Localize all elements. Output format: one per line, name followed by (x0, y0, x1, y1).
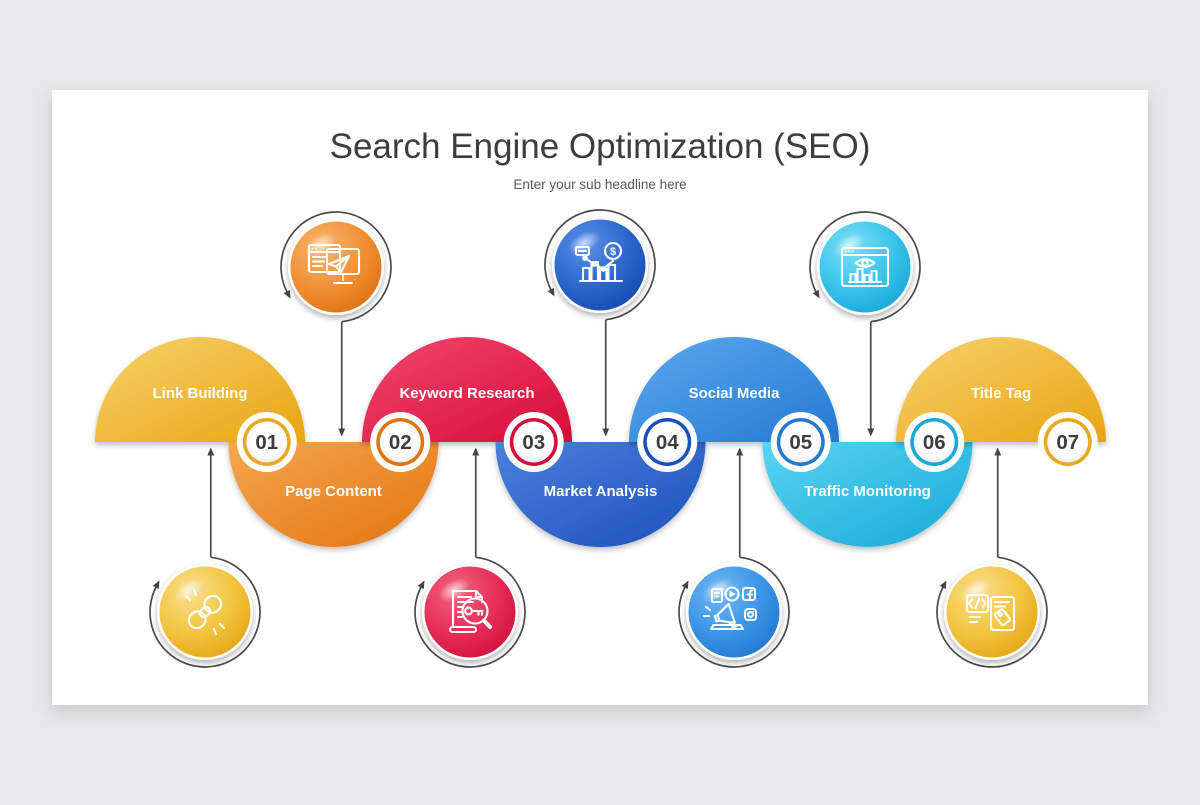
step-label-link-building: Link Building (153, 385, 248, 402)
step-label-keyword-research: Keyword Research (399, 385, 534, 402)
step-badge-01[interactable]: 01 (236, 412, 297, 472)
icon-orb-social-media[interactable] (686, 564, 782, 660)
step-badge-06[interactable]: 06 (904, 412, 965, 472)
icon-orb-page-content[interactable] (288, 219, 384, 315)
step-label-page-content: Page Content (285, 483, 382, 500)
svg-text:$: $ (610, 246, 616, 258)
keyword-magnifier-icon (448, 589, 492, 634)
step-badges: 01 02 03 04 05 (236, 412, 1098, 472)
loop-arrow-traffic-monitoring (809, 211, 921, 323)
chart-dollar-icon: $ (574, 241, 624, 283)
step-label-social-media: Social Media (689, 385, 781, 402)
icon-orb-keyword-research[interactable] (422, 564, 518, 660)
browser-eye-icon (840, 246, 890, 288)
step-badge-07[interactable]: 07 (1037, 412, 1098, 472)
icon-orb-link-building[interactable] (157, 564, 253, 660)
social-megaphone-icon (702, 586, 758, 631)
step-badge-04[interactable]: 04 (637, 412, 698, 472)
step-number-01: 01 (255, 431, 278, 454)
step-number-07: 07 (1056, 431, 1079, 454)
page-subtitle[interactable]: Enter your sub headline here (513, 177, 686, 192)
loop-arrow-keyword-research (414, 556, 526, 668)
page-title[interactable]: Search Engine Optimization (SEO) (330, 127, 871, 166)
step-badge-03[interactable]: 03 (503, 412, 564, 472)
step-labels: Link Building Page Content Keyword Resea… (153, 385, 1032, 500)
step-number-06: 06 (923, 431, 946, 454)
loop-arrow-link-building (149, 556, 261, 668)
step-badge-05[interactable]: 05 (770, 412, 831, 472)
icon-orbs: $ (157, 217, 1040, 660)
step-label-traffic-monitoring: Traffic Monitoring (804, 483, 931, 500)
step-number-03: 03 (522, 431, 545, 454)
step-number-04: 04 (656, 431, 679, 454)
monitor-send-icon (307, 243, 361, 285)
icon-orb-traffic-monitoring[interactable] (817, 219, 913, 315)
connector-arrows (149, 209, 1048, 668)
loop-arrow-title-tag (936, 556, 1048, 668)
step-number-02: 02 (389, 431, 412, 454)
loop-arrow-social-media (678, 556, 790, 668)
step-badge-02[interactable]: 02 (370, 412, 431, 472)
step-label-title-tag: Title Tag (971, 385, 1031, 402)
chain-link-icon (184, 588, 226, 636)
loop-arrow-market-analysis (544, 209, 656, 321)
code-tag-icon (965, 593, 1016, 632)
loop-arrow-page-content (280, 211, 392, 323)
step-number-05: 05 (789, 431, 812, 454)
step-label-market-analysis: Market Analysis (544, 483, 658, 500)
icon-orb-title-tag[interactable] (944, 564, 1040, 660)
icon-orb-market-analysis[interactable]: $ (552, 217, 648, 313)
